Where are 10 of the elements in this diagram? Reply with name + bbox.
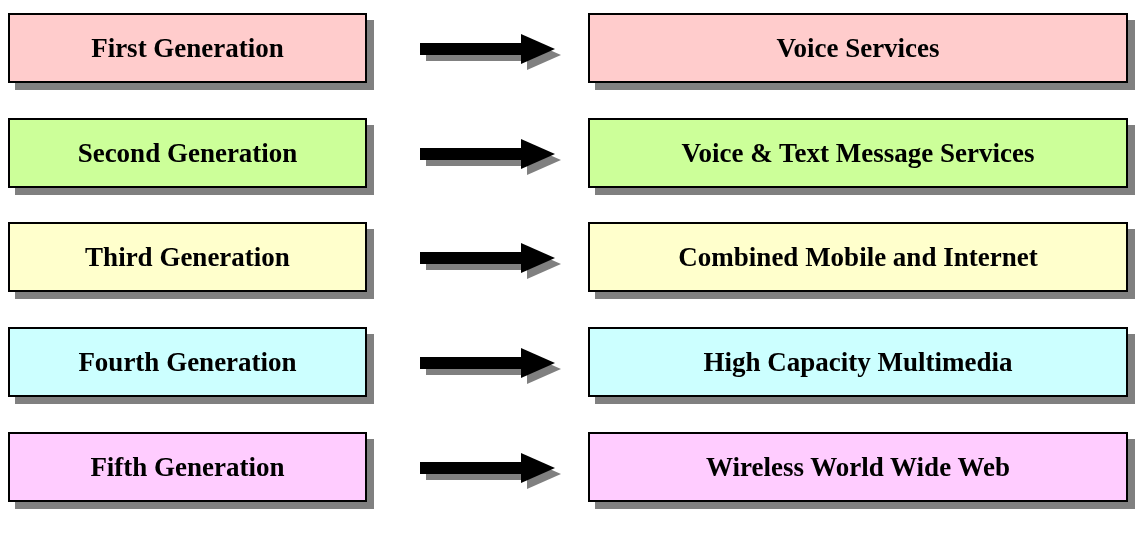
box-label: Fourth Generation [78,346,297,378]
box-label: Third Generation [85,241,290,273]
box-label: Voice Services [776,32,940,64]
box-label: First Generation [91,32,284,64]
box-label: Combined Mobile and Internet [678,241,1038,273]
box-label: High Capacity Multimedia [703,346,1013,378]
box-label: Fifth Generation [90,451,285,483]
box-label: Wireless World Wide Web [706,451,1010,483]
box-label: Second Generation [77,137,298,169]
box-label: Voice & Text Message Services [681,137,1035,169]
